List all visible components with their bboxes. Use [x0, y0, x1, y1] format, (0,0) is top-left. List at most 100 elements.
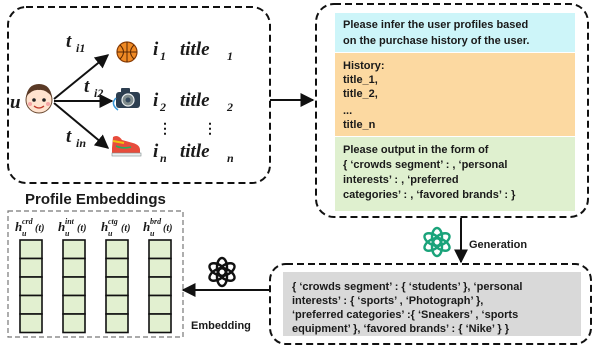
output-line-2: interests’ : { ‘sports’ , ‘Photograph’ }…	[292, 295, 483, 307]
profile-embeddings-title: Profile Embeddings	[25, 191, 166, 208]
svg-text:brd: brd	[150, 217, 162, 226]
output-line-4: equipment’ }, ‘favored brands’ : { ‘Nike…	[292, 323, 510, 335]
svg-text:h: h	[58, 219, 65, 234]
embedding-vector-brd	[148, 239, 172, 334]
format-section	[335, 137, 575, 211]
embedding-label-int: h u int (t)	[58, 217, 86, 238]
embedding-vector-int	[62, 239, 86, 334]
embedding-cell	[62, 257, 86, 278]
instruction-line-1: Please infer the user profiles based	[343, 19, 528, 31]
embedding-cell	[148, 294, 172, 315]
format-line-3: interests’ : , ‘preferred	[343, 174, 459, 186]
embedding-vector-ctg	[105, 239, 129, 334]
title-n: title n	[180, 141, 234, 165]
svg-text:i: i	[153, 39, 159, 60]
svg-text:1: 1	[160, 49, 166, 63]
svg-text:i: i	[153, 141, 159, 162]
svg-text:t: t	[66, 31, 72, 52]
svg-text:u: u	[22, 229, 27, 238]
branch-arrow-1	[53, 54, 110, 100]
svg-text:h: h	[143, 219, 150, 234]
output-line-1: { ‘crowds segment’ : { ‘students’ }, ‘pe…	[292, 281, 522, 293]
item-n: i n	[153, 141, 167, 165]
svg-text:(t): (t)	[77, 223, 86, 234]
time-label-2: t i2	[84, 76, 103, 100]
item-2: i 2	[153, 90, 166, 114]
ellipsis-item: ⋮	[158, 120, 172, 136]
item-1: i 1	[153, 39, 166, 63]
svg-text:(t): (t)	[163, 223, 172, 234]
embedding-cell	[105, 294, 129, 315]
svg-text:i2: i2	[94, 86, 103, 100]
embedding-cell	[148, 313, 172, 334]
svg-text:int: int	[65, 217, 75, 226]
svg-text:n: n	[227, 151, 234, 165]
svg-text:title: title	[180, 39, 210, 60]
output-box: { ‘crowds segment’ : { ‘students’ }, ‘pe…	[269, 263, 592, 345]
purchase-history-panel: u t i1 t i2 t in	[7, 6, 271, 184]
title-2: title 2	[180, 90, 233, 114]
history-line-2: title_1,	[343, 74, 378, 86]
embedding-cell	[105, 276, 129, 297]
embedding-cell	[62, 294, 86, 315]
time-label-1: t i1	[66, 31, 85, 55]
openai-icon	[423, 226, 451, 258]
svg-text:t: t	[66, 126, 72, 147]
branch-arrow-3	[53, 102, 110, 149]
svg-text:h: h	[101, 219, 108, 234]
embedding-cell	[62, 276, 86, 297]
format-line-4: categories’ : , ‘favored brands’ : }	[343, 189, 516, 201]
history-line-5: title_n	[343, 119, 376, 131]
user-symbol: u	[10, 92, 21, 113]
embedding-cell	[19, 276, 43, 297]
history-line-3: title_2,	[343, 88, 378, 100]
svg-text:(t): (t)	[121, 223, 130, 234]
openai-icon	[208, 256, 236, 288]
svg-text:title: title	[180, 141, 210, 162]
svg-text:h: h	[15, 219, 22, 234]
instruction-section	[335, 13, 575, 52]
embedding-cell	[62, 239, 86, 260]
svg-text:ctg: ctg	[108, 217, 118, 226]
svg-text:u: u	[108, 229, 113, 238]
user-avatar-icon	[25, 84, 53, 114]
output-section	[283, 272, 581, 336]
sneaker-icon	[111, 136, 142, 157]
svg-text:2: 2	[226, 100, 233, 114]
time-label-3: t in	[66, 126, 86, 150]
embedding-cell	[19, 239, 43, 260]
instruction-line-2: on the purchase history of the user.	[343, 35, 529, 47]
history-section	[335, 53, 575, 136]
svg-text:1: 1	[227, 49, 233, 63]
embedding-label: Embedding	[191, 320, 251, 332]
embedding-cell	[148, 276, 172, 297]
svg-text:i1: i1	[76, 41, 85, 55]
prompt-box: Please infer the user profiles based on …	[315, 3, 589, 218]
svg-text:in: in	[76, 136, 86, 150]
basketball-icon	[116, 41, 138, 63]
embedding-cell	[19, 294, 43, 315]
generation-label: Generation	[469, 239, 527, 251]
svg-text:crd: crd	[22, 217, 34, 226]
format-line-1: Please output in the form of	[343, 144, 489, 156]
camera-icon	[112, 88, 140, 111]
embedding-cell	[148, 257, 172, 278]
svg-text:(t): (t)	[35, 223, 44, 234]
title-1: title 1	[180, 39, 233, 63]
format-line-2: { ‘crowds segment’ : , ‘personal	[343, 159, 507, 171]
embedding-cell	[19, 257, 43, 278]
svg-text:title: title	[180, 90, 210, 111]
embedding-cell	[148, 239, 172, 260]
embedding-cell	[105, 313, 129, 334]
embedding-vector-crd	[19, 239, 43, 334]
svg-text:i: i	[153, 90, 159, 111]
embedding-cell	[19, 313, 43, 334]
embedding-columns	[19, 239, 172, 334]
svg-text:t: t	[84, 76, 90, 97]
history-line-4: ...	[343, 105, 352, 117]
ellipsis-title: ⋮	[203, 120, 217, 136]
history-line-1: History:	[343, 60, 385, 72]
embedding-label-crd: h u crd (t)	[15, 217, 44, 238]
svg-text:u: u	[150, 229, 155, 238]
